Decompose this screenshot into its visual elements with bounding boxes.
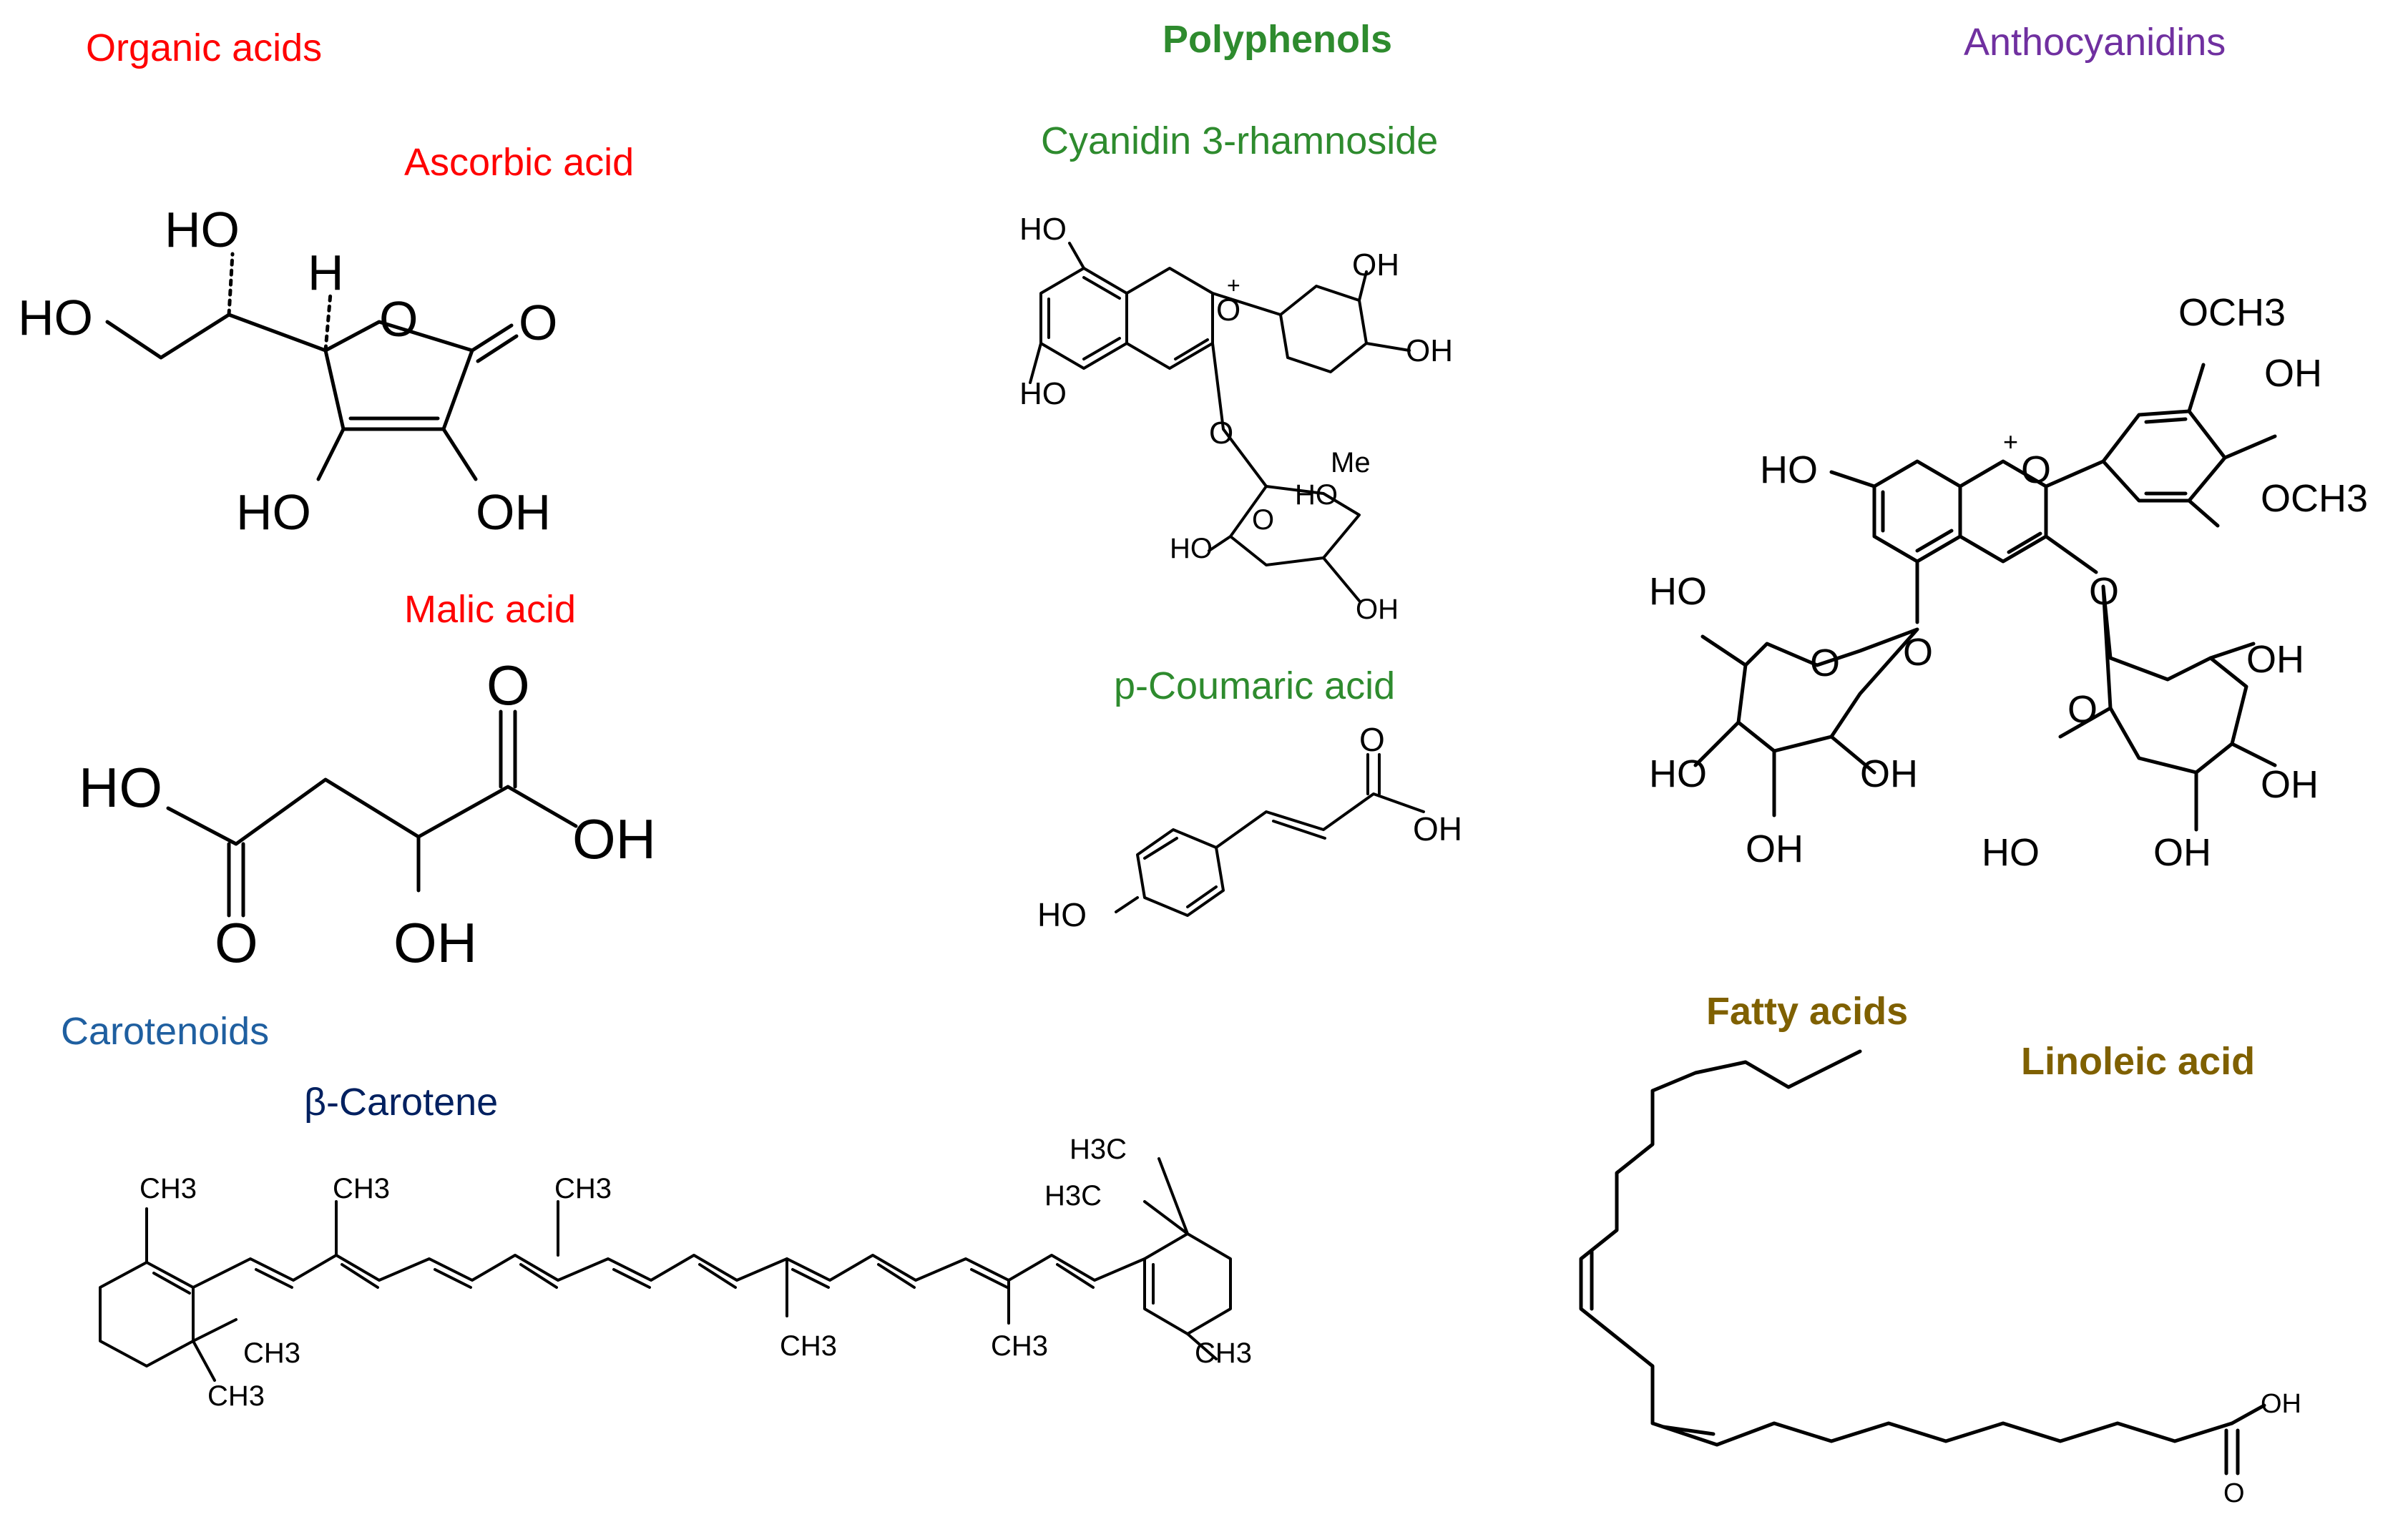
atom-label: O (1359, 721, 1385, 758)
atom-label: OH (1746, 828, 1803, 870)
atom-label: HO (1649, 570, 1707, 613)
linoleic-acid-structure: OH O (1579, 1049, 2301, 1508)
atom-label: OH (1406, 333, 1453, 368)
malic-acid-structure: HO O OH O OH (79, 654, 656, 974)
atom-label: O (1252, 504, 1274, 536)
compound-linoleic-acid: Linoleic acid (2021, 1040, 2256, 1083)
atom-label: O (1216, 293, 1240, 328)
compound-cyanidin-rhamnoside: Cyanidin 3-rhamnoside (1041, 119, 1439, 162)
atom-label: O (2223, 1478, 2245, 1508)
atom-label: O (1810, 642, 1840, 684)
atom-label: + (2003, 427, 2018, 456)
atom-label: Me (1331, 447, 1371, 478)
atom-label: H (308, 245, 344, 300)
category-organic-acids: Organic acids (86, 26, 323, 69)
atom-label: HO (236, 484, 311, 540)
p-coumaric-acid-structure: O OH HO (1037, 721, 1462, 933)
category-polyphenols: Polyphenols (1163, 18, 1393, 61)
compound-p-coumaric-acid: p-Coumaric acid (1114, 664, 1396, 707)
atom-label: O (2021, 448, 2051, 491)
atom-label: O (379, 291, 418, 347)
atom-label: HO (1982, 831, 2040, 874)
atom-label: + (1227, 272, 1240, 298)
atom-label: OH (2264, 352, 2322, 395)
atom-label: HO (1037, 896, 1087, 933)
atom-label: OH (2261, 1389, 2301, 1419)
atom-label: HO (18, 290, 93, 345)
atom-label: CH3 (991, 1330, 1048, 1362)
atom-label: HO (1295, 479, 1338, 511)
category-fatty-acids: Fatty acids (1706, 990, 1909, 1033)
atom-label: O (519, 295, 557, 350)
atom-label: O (2067, 688, 2098, 731)
atom-label: OH (476, 484, 551, 540)
atom-label: OH (2246, 638, 2304, 681)
atom-label: CH3 (554, 1173, 612, 1204)
anthocyanidin-structure: OCH3 OH OCH3 + O HO O O HO O HO OH OH OH… (1649, 291, 2368, 874)
beta-carotene-structure: CH3 CH3 CH3 CH3 CH3 CH3 CH3 H3C H3C CH3 (99, 1134, 1252, 1412)
atom-label: CH3 (1195, 1337, 1252, 1369)
ascorbic-acid-structure: HO HO H O O HO OH (18, 202, 557, 540)
atom-label: O (1209, 416, 1233, 451)
atom-label: CH3 (207, 1380, 265, 1412)
atom-label: HO (165, 202, 240, 257)
atom-label: O (215, 911, 258, 974)
atom-label: CH3 (333, 1173, 390, 1204)
category-carotenoids: Carotenoids (61, 1010, 270, 1053)
atom-label: HO (1649, 752, 1707, 795)
atom-label: OH (393, 911, 477, 974)
atom-label: HO (1760, 448, 1818, 491)
compound-beta-carotene: β-Carotene (304, 1081, 499, 1124)
atom-label: CH3 (140, 1173, 197, 1204)
atom-label: OH (1413, 810, 1462, 848)
atom-label: OH (1352, 247, 1399, 283)
category-anthocyanidins: Anthocyanidins (1964, 21, 2226, 64)
atom-label: O (1903, 631, 1933, 674)
atom-label: OH (1356, 594, 1399, 625)
compound-malic-acid: Malic acid (404, 588, 577, 631)
atom-label: OCH3 (2178, 291, 2286, 334)
atom-label: OH (572, 807, 656, 870)
atom-label: CH3 (780, 1330, 837, 1362)
atom-label: O (2089, 570, 2119, 613)
atom-label: OH (2153, 831, 2211, 874)
atom-label: OH (2261, 763, 2319, 806)
compound-ascorbic-acid: Ascorbic acid (404, 141, 635, 184)
atom-label: OH (1860, 752, 1918, 795)
atom-label: OCH3 (2261, 477, 2368, 520)
atom-label: CH3 (243, 1337, 300, 1369)
atom-label: HO (1170, 533, 1213, 564)
cyanidin-rhamnoside-structure: HO + O OH OH HO O Me HO O HO OH (1019, 212, 1453, 625)
atom-label: O (486, 654, 530, 717)
atom-label: H3C (1070, 1134, 1127, 1165)
atom-label: HO (1019, 212, 1067, 247)
atom-label: HO (1019, 376, 1067, 411)
atom-label: H3C (1044, 1180, 1102, 1212)
atom-label: HO (79, 756, 162, 819)
